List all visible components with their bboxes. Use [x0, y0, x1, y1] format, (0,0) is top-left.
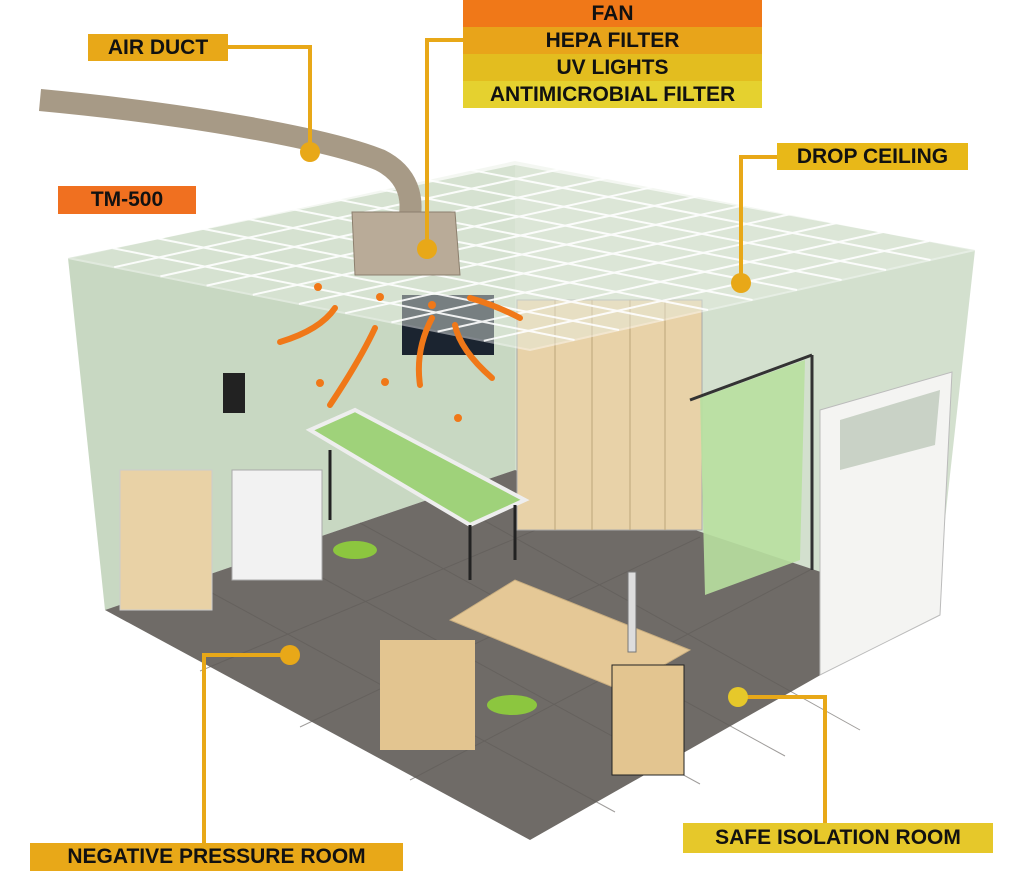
ceiling-grid-line [298, 204, 746, 305]
computer-monitor [627, 571, 637, 653]
ceiling-grid-line [425, 178, 887, 271]
virus-particles [314, 283, 462, 422]
desk-panel [611, 664, 685, 776]
cabinet-doors [554, 300, 666, 530]
ultrasound-machine [231, 469, 323, 581]
exam-bed [305, 407, 530, 528]
bedside-cabinet [119, 469, 213, 611]
desk-drawer [380, 640, 475, 750]
negative-pressure-room-label: NEGATIVE PRESSURE ROOM [30, 843, 403, 871]
desk [448, 579, 692, 691]
leader-lines [202, 38, 827, 843]
air-duct-label: AIR DUCT [88, 34, 228, 61]
airflow-arrows [277, 295, 523, 408]
door-window [840, 390, 940, 470]
ceiling-grid-line [344, 213, 792, 315]
ceiling-grid-line [483, 240, 930, 342]
stool-seat [333, 541, 377, 559]
unit-stack-item: FAN [463, 0, 762, 27]
monitor [223, 373, 245, 413]
stool-seat [487, 695, 537, 715]
air-duct [38, 89, 422, 217]
privacy-curtain [700, 360, 805, 595]
ceiling-grid-line [391, 222, 838, 324]
fan-unit [351, 211, 461, 276]
callout-dots [280, 142, 751, 707]
ceiling-grid-line [470, 168, 931, 261]
drop-ceiling-label: DROP CEILING [777, 143, 968, 170]
unit-stack-item: UV LIGHTS [463, 54, 762, 81]
tm500-label: TM-500 [58, 186, 196, 214]
cabinet [516, 299, 703, 531]
bed-legs [328, 450, 517, 580]
xray-viewer [402, 295, 494, 355]
safe-isolation-room-label: SAFE ISOLATION ROOM [683, 823, 993, 853]
unit-stack-item: HEPA FILTER [463, 27, 762, 54]
ceiling-grid-line [380, 188, 842, 281]
unit-stack-item: ANTIMICROBIAL FILTER [463, 81, 762, 108]
